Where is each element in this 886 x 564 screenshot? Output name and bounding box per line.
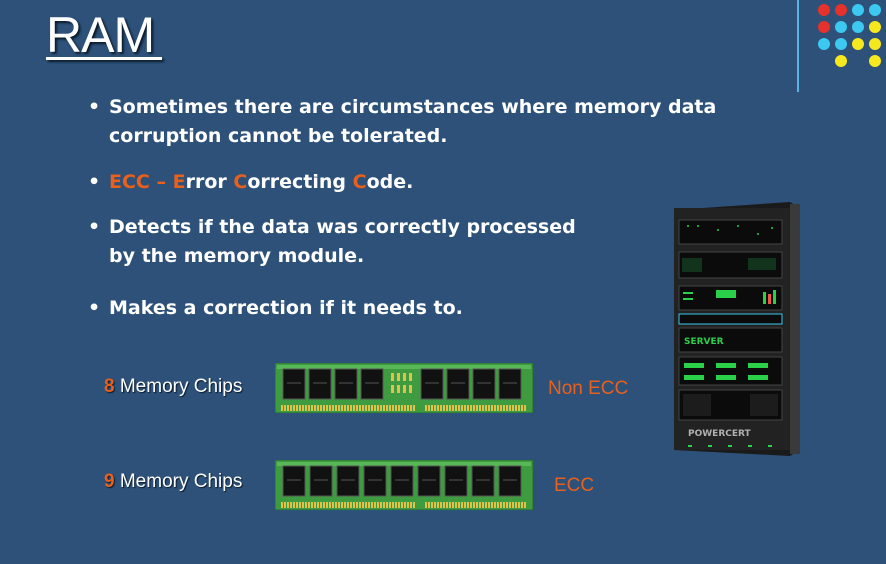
dot bbox=[869, 4, 881, 16]
dot bbox=[852, 4, 864, 16]
dot bbox=[869, 21, 881, 33]
memory-chip bbox=[420, 368, 444, 400]
title-underline bbox=[46, 57, 162, 60]
dot bbox=[869, 55, 881, 67]
bullet-mark: • bbox=[88, 297, 101, 319]
memory-chip bbox=[282, 465, 306, 497]
server-rack-image: SERVER POWERCERT bbox=[674, 202, 800, 456]
memory-chip bbox=[282, 368, 306, 400]
bullet-text: Detects if the data was correctly proces… bbox=[109, 216, 576, 267]
dot bbox=[852, 38, 864, 50]
ram-stick-non-ecc bbox=[275, 363, 533, 413]
dot bbox=[835, 4, 847, 16]
ecc-label: ECC bbox=[554, 475, 595, 496]
dot bbox=[835, 55, 847, 67]
ram-stick-ecc bbox=[275, 460, 533, 510]
bullet-mark: • bbox=[88, 216, 101, 238]
memory-chip bbox=[471, 465, 495, 497]
memory-chip bbox=[417, 465, 441, 497]
dot bbox=[835, 21, 847, 33]
dot bbox=[818, 4, 830, 16]
dot bbox=[835, 38, 847, 50]
bullet-text: Makes a correction if it needs to. bbox=[109, 297, 463, 319]
bullet-text-ecc: ECC – Error Correcting Code. bbox=[109, 171, 414, 193]
memory-chip bbox=[472, 368, 496, 400]
dot bbox=[852, 21, 864, 33]
memory-chip bbox=[360, 368, 384, 400]
memory-chip bbox=[308, 368, 332, 400]
memory-chips-label-9: 9 Memory Chips bbox=[104, 471, 243, 492]
server-label: SERVER bbox=[684, 337, 724, 347]
dot bbox=[818, 21, 830, 33]
memory-chip bbox=[363, 465, 387, 497]
memory-chip bbox=[498, 465, 522, 497]
bullet-text: Sometimes there are circumstances where … bbox=[109, 96, 717, 147]
non-ecc-label: Non ECC bbox=[548, 378, 629, 399]
memory-chip bbox=[309, 465, 333, 497]
memory-chip bbox=[336, 465, 360, 497]
dot bbox=[818, 38, 830, 50]
memory-chip bbox=[444, 465, 468, 497]
memory-chips-label-8: 8 Memory Chips bbox=[104, 376, 243, 397]
memory-chip bbox=[446, 368, 470, 400]
slide-title: RAM bbox=[46, 7, 155, 63]
decorative-dot-grid bbox=[0, 0, 886, 80]
bullet-mark: • bbox=[88, 171, 101, 193]
decorative-vertical-line bbox=[797, 0, 799, 92]
bullet-mark: • bbox=[88, 96, 101, 118]
memory-chip bbox=[498, 368, 522, 400]
server-brand: POWERCERT bbox=[688, 429, 752, 439]
dot bbox=[869, 38, 881, 50]
memory-chip bbox=[390, 465, 414, 497]
memory-chip bbox=[334, 368, 358, 400]
